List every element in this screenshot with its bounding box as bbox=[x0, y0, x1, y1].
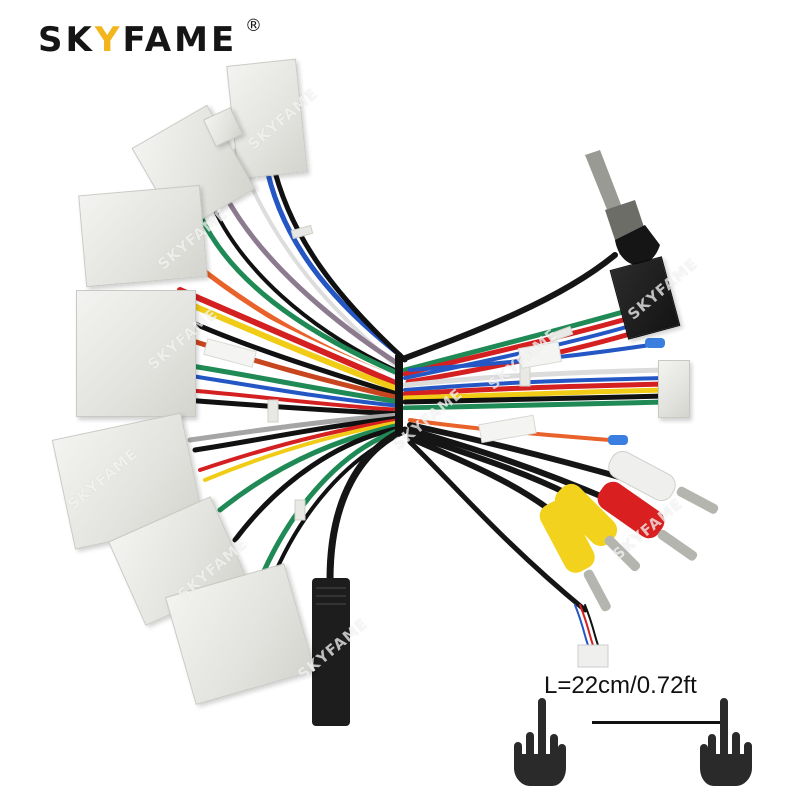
connector-right bbox=[658, 360, 690, 418]
registered-mark: ® bbox=[245, 16, 262, 36]
connector-left-upper bbox=[78, 184, 208, 288]
length-line bbox=[592, 721, 721, 724]
length-label: L=22cm/0.72ft bbox=[544, 672, 697, 699]
pointing-hand-icon bbox=[514, 698, 566, 786]
length-indicator: L=22cm/0.72ft bbox=[514, 664, 760, 794]
pointing-hand-icon bbox=[700, 698, 752, 786]
antenna-plug bbox=[585, 150, 660, 266]
connector-left-mid bbox=[76, 290, 196, 417]
brand-logo: SKYFAME ® bbox=[38, 16, 262, 60]
logo-text: SKYFAME bbox=[38, 20, 238, 60]
